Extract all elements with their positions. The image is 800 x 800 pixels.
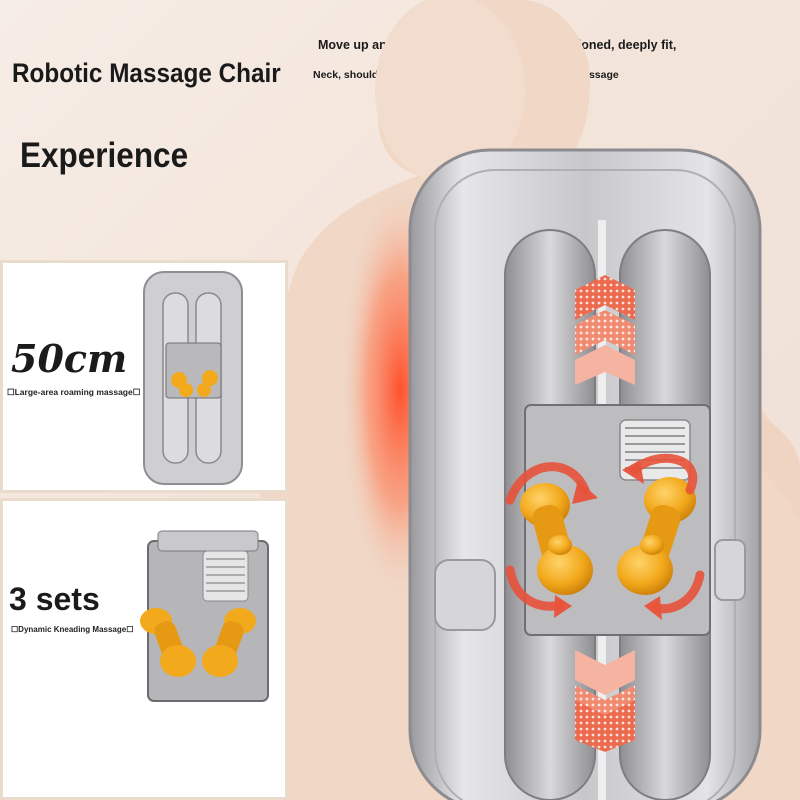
feature-caption-kneading: ☐Dynamic Kneading Massage☐ — [11, 625, 134, 634]
feature-headline-roaming: 50cm — [11, 336, 128, 381]
person-with-massage-panel — [260, 0, 800, 800]
page-subtitle: Experience — [20, 136, 189, 175]
page-title: Robotic Massage Chair — [12, 58, 281, 88]
feature-card-kneading: 3 sets ☐Dynamic Kneading Massage☐ — [0, 498, 288, 800]
feature-headline-kneading: 3 sets — [9, 581, 100, 617]
chevron-up-icon — [575, 275, 635, 385]
massage-rollers — [520, 477, 696, 595]
feature-caption-roaming: ☐Large-area roaming massage☐ — [7, 387, 141, 397]
feature-card-roaming: 50cm ☐Large-area roaming massage☐ — [0, 260, 288, 493]
kneading-module-thumbnail — [140, 530, 269, 702]
person-head — [375, 0, 525, 185]
massage-panel-thumbnail — [143, 271, 243, 485]
chevron-down-icon — [575, 650, 635, 752]
massage-panel — [408, 148, 762, 800]
